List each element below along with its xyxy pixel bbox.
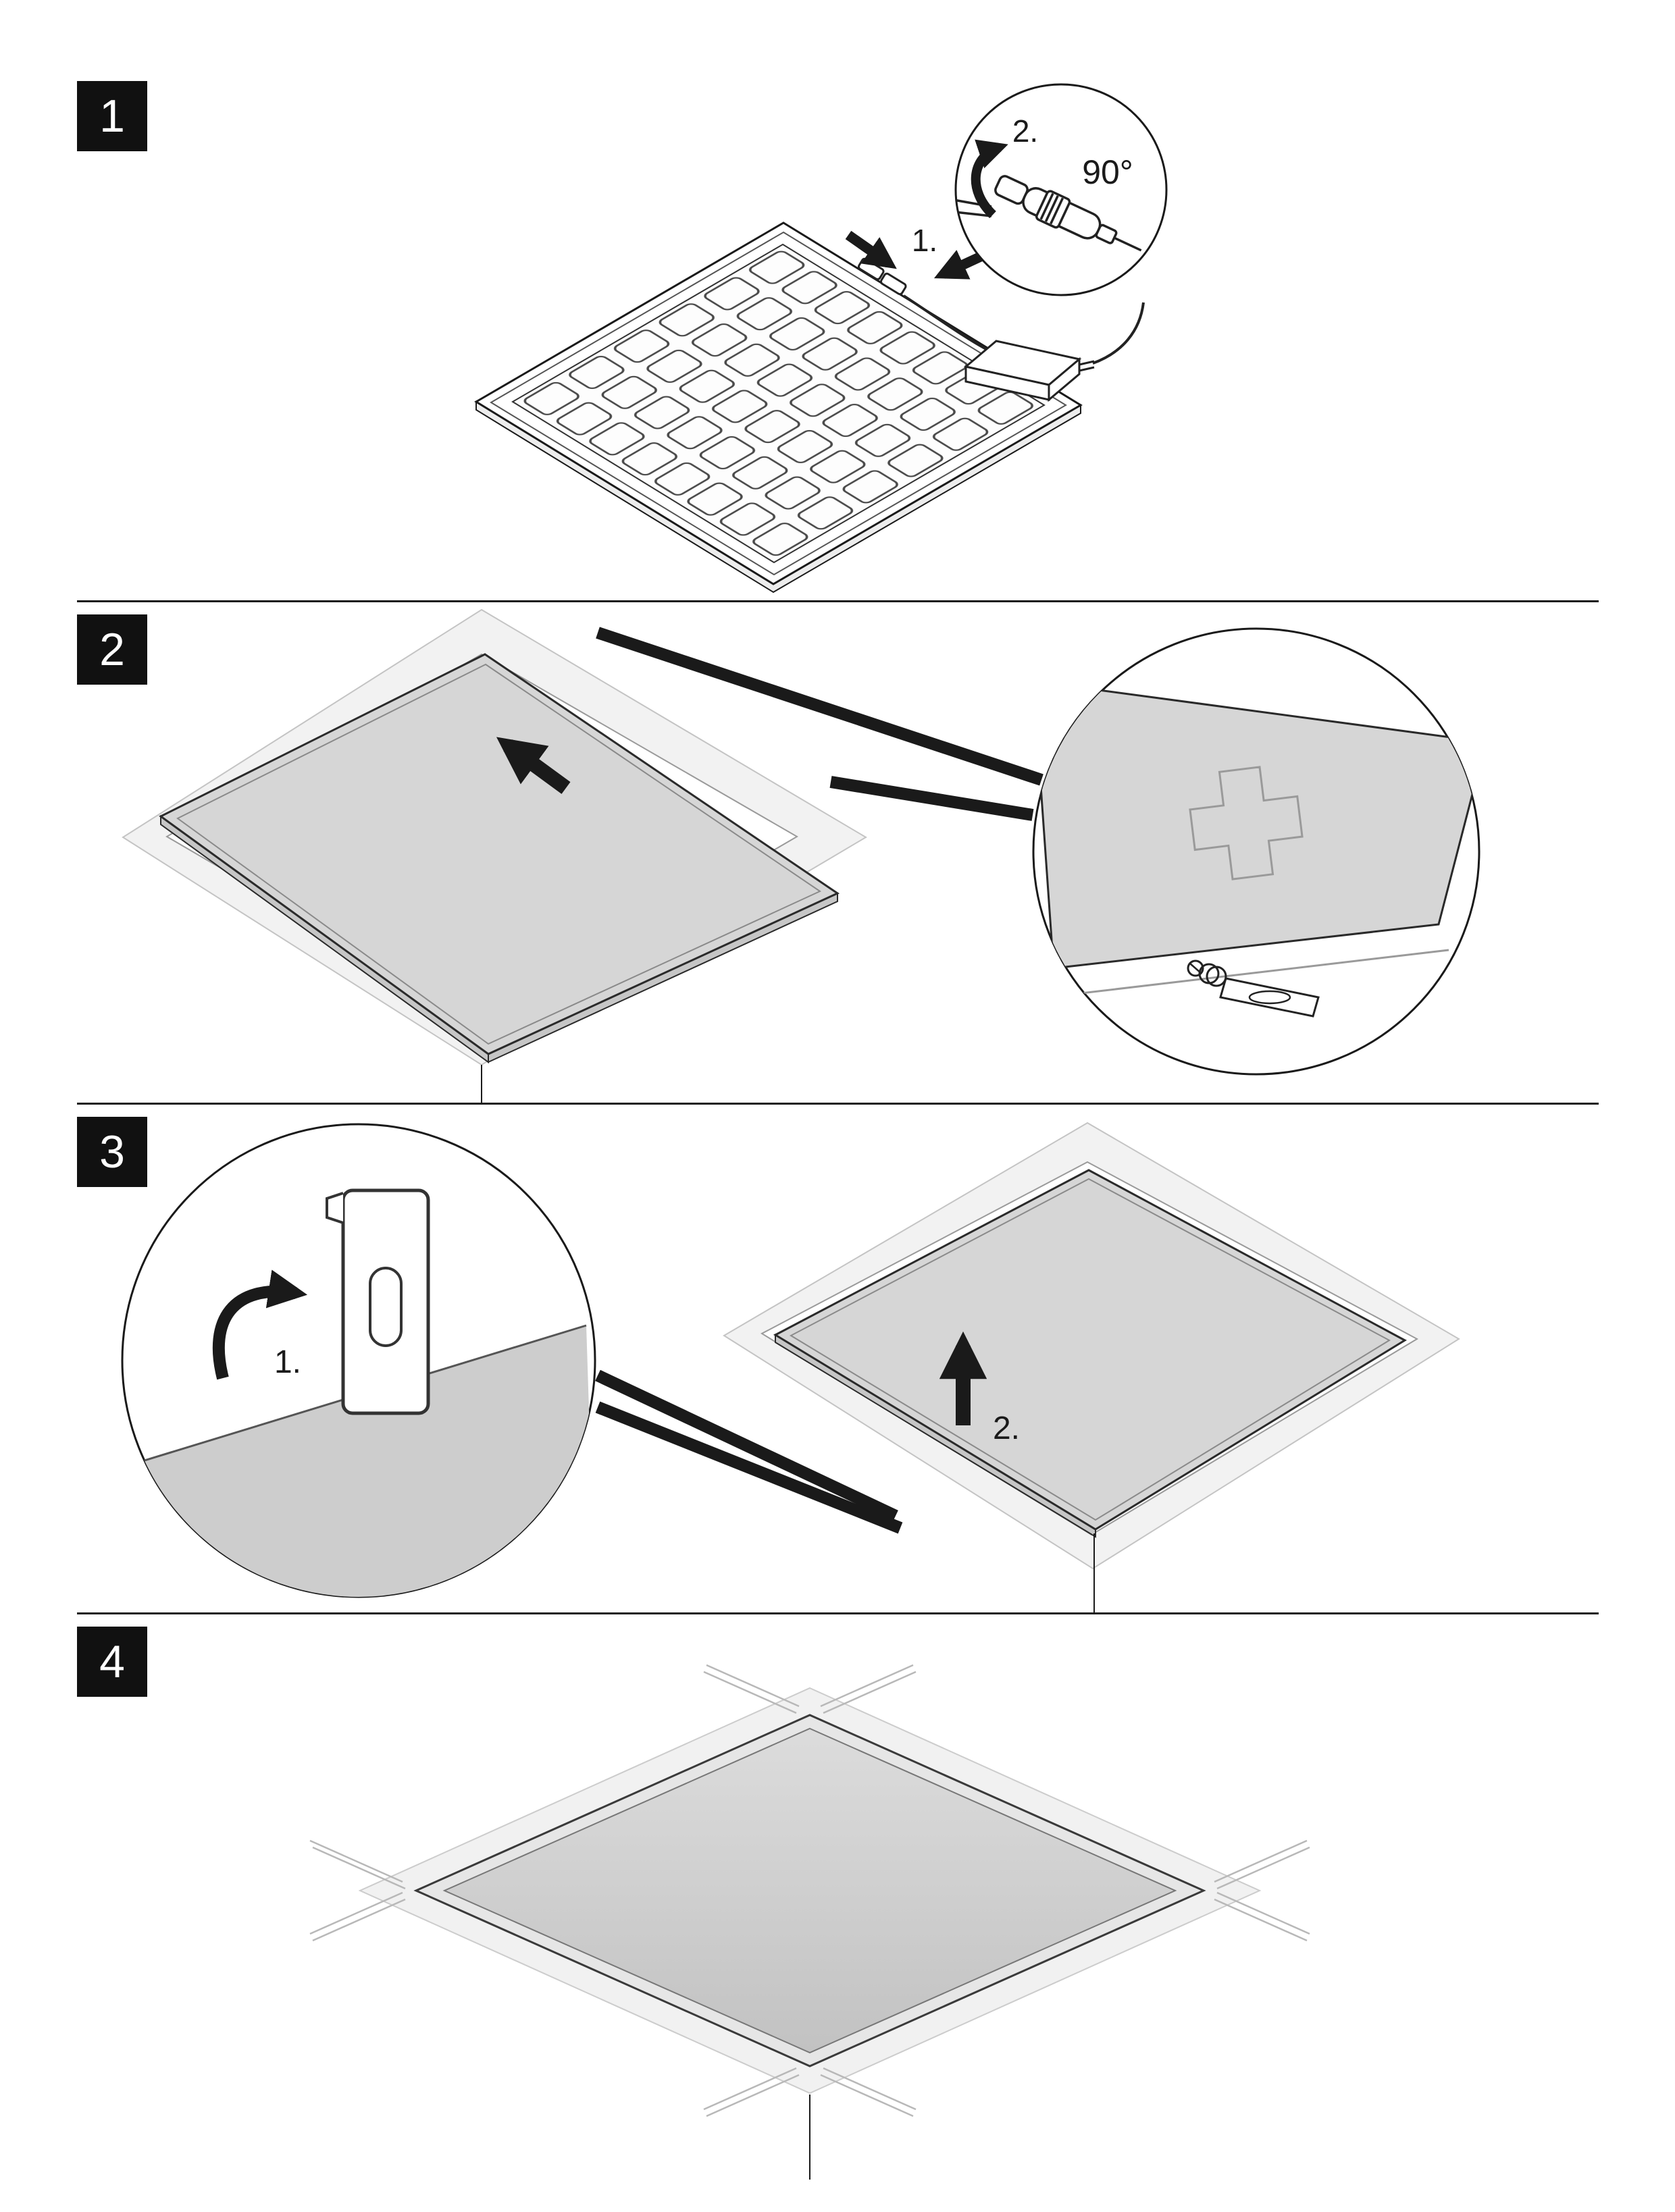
section-divider-3: [77, 1612, 1599, 1614]
installed-panel: [309, 1664, 1310, 2117]
step-3-illustration: 1. 2.: [121, 1122, 1460, 1612]
section-divider-1: [77, 600, 1599, 602]
retaining-clip: [326, 1188, 430, 1415]
step-1-illustration: 1.: [474, 83, 1168, 594]
leader-line-top: [596, 627, 1043, 786]
tile-edge-surface: [122, 1325, 595, 1597]
connector-detail-circle: 2. 90°: [954, 83, 1168, 296]
led-panel: [474, 221, 1083, 594]
step-2-number: 2: [99, 624, 125, 675]
mains-cable: [1092, 302, 1145, 365]
rotate-arrow-icon: [971, 139, 1008, 219]
clip-cutout-cross: [1189, 766, 1304, 880]
led-panel-3: [773, 1169, 1408, 1538]
panel-face: [442, 1727, 1177, 2054]
flip-clip-detail-circle: 1.: [121, 1123, 596, 1598]
leader-line-top-3: [595, 1369, 898, 1522]
step-3-number: 3: [99, 1126, 125, 1178]
step1-rotate-label: 2.: [1012, 113, 1038, 149]
plug-arrow-left-icon: [845, 230, 897, 269]
clip-detail-circle: [1032, 627, 1480, 1076]
panel-led-grid: [513, 244, 1044, 562]
step-1-badge: 1: [77, 81, 147, 151]
step-4-number: 4: [99, 1636, 125, 1687]
step1-angle-label: 90°: [1082, 153, 1133, 191]
panel-corner-surface: [1033, 680, 1479, 970]
step-4-illustration: [309, 1664, 1310, 2180]
opening-edge-line: [1063, 949, 1449, 997]
section-divider-2: [77, 1103, 1599, 1105]
ceiling-grid-seams: [309, 1664, 1310, 2117]
step-4-badge: 4: [77, 1627, 147, 1697]
step-2-illustration: [122, 608, 1480, 1103]
step1-plug-label: 1.: [912, 223, 937, 258]
step3-lift-label: 2.: [993, 1411, 1020, 1446]
flip-arrow-icon: [212, 1269, 308, 1380]
step-1-number: 1: [99, 90, 125, 142]
driver-box: [963, 340, 1095, 402]
leader-line-bottom: [829, 776, 1034, 821]
step-3-badge: 3: [77, 1117, 147, 1187]
inline-connector: [956, 175, 1142, 252]
spring-clip: [1187, 959, 1320, 1018]
driver-cable: [902, 294, 988, 351]
step-2-badge: 2: [77, 614, 147, 685]
led-panel-tilted: [159, 653, 840, 1063]
plug-arrow-right-icon: [933, 250, 983, 280]
leader-line-bottom-3: [595, 1401, 903, 1534]
step3-clip-label: 1.: [274, 1344, 301, 1380]
insert-arrow-icon: [496, 737, 571, 794]
